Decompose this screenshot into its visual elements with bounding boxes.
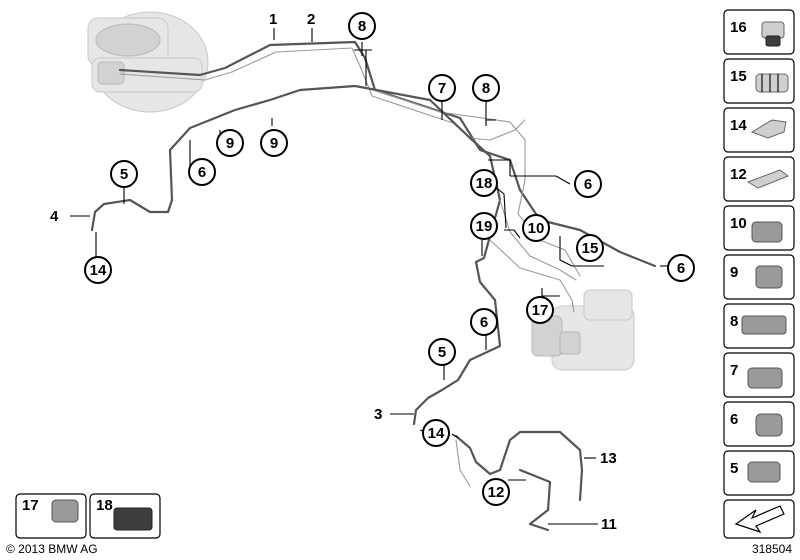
svg-text:6: 6 (584, 176, 592, 193)
svg-text:15: 15 (582, 240, 599, 257)
svg-text:17: 17 (532, 302, 549, 319)
copyright-text: © 2013 BMW AG (6, 542, 98, 556)
svg-text:14: 14 (428, 425, 445, 442)
callout-11: 11 (601, 516, 617, 533)
svg-text:8: 8 (482, 80, 490, 97)
callout-8a: 8 (348, 12, 376, 40)
legend-item-14: 14 (723, 107, 795, 153)
svg-text:9: 9 (226, 135, 234, 152)
svg-text:8: 8 (358, 18, 366, 35)
svg-text:14: 14 (90, 262, 107, 279)
callout-4: 4 (50, 208, 59, 225)
legend-arrow (723, 499, 795, 539)
callouts-circled: 8 7 8 9 9 6 5 18 6 19 10 15 6 14 17 6 5 … (84, 12, 695, 506)
callout-18: 18 (470, 169, 498, 197)
svg-text:10: 10 (730, 215, 747, 232)
callout-13: 13 (600, 450, 617, 467)
callout-6a: 6 (188, 158, 216, 186)
legend-item-7: 7 (723, 352, 795, 398)
callout-7: 7 (428, 74, 456, 102)
legend-item-15: 15 (723, 58, 795, 104)
svg-text:6: 6 (730, 411, 738, 428)
callout-6c: 6 (667, 254, 695, 282)
brake-booster-ghost (87, 11, 209, 113)
svg-text:12: 12 (488, 484, 505, 501)
svg-text:9: 9 (270, 135, 278, 152)
callout-12: 12 (482, 478, 510, 506)
legend-item-6: 6 (723, 401, 795, 447)
svg-text:7: 7 (730, 362, 738, 379)
callout-6d: 6 (470, 308, 498, 336)
legend-item-10: 10 (723, 205, 795, 251)
parts-legend: 16 15 14 12 10 9 (723, 9, 795, 539)
callout-8b: 8 (472, 74, 500, 102)
svg-text:6: 6 (198, 164, 206, 181)
callout-14b: 14 (422, 419, 450, 447)
brake-pipes (90, 40, 657, 532)
svg-text:19: 19 (476, 218, 493, 235)
callout-6b: 6 (574, 170, 602, 198)
callout-5b: 5 (428, 338, 456, 366)
legend-item-5: 5 (723, 450, 795, 496)
arrow-icon (734, 505, 785, 534)
callout-19: 19 (470, 212, 498, 240)
callout-10: 10 (522, 214, 550, 242)
svg-text:6: 6 (677, 260, 685, 277)
svg-text:15: 15 (730, 68, 747, 85)
svg-text:9: 9 (730, 264, 738, 281)
legend-item-9: 9 (723, 254, 795, 300)
svg-text:5: 5 (438, 344, 446, 361)
svg-text:12: 12 (730, 166, 747, 183)
legend-item-18: 18 (96, 497, 113, 514)
svg-text:16: 16 (730, 19, 747, 36)
legend-item-17: 17 (22, 497, 39, 514)
legend-item-16: 16 (723, 9, 795, 55)
svg-text:5: 5 (120, 166, 128, 183)
svg-text:7: 7 (438, 80, 446, 97)
callout-3: 3 (374, 406, 382, 423)
legend-item-12: 12 (723, 156, 795, 202)
callout-17: 17 (526, 296, 554, 324)
callout-9b: 9 (260, 129, 288, 157)
svg-text:8: 8 (730, 313, 738, 330)
svg-text:14: 14 (730, 117, 747, 134)
legend-item-8: 8 (723, 303, 795, 349)
callout-5a: 5 (110, 160, 138, 188)
diagram-number: 318504 (751, 542, 792, 556)
callout-2: 2 (307, 11, 315, 28)
svg-text:10: 10 (528, 220, 545, 237)
svg-text:18: 18 (476, 175, 493, 192)
svg-text:6: 6 (480, 314, 488, 331)
callout-1: 1 (269, 11, 277, 28)
abs-unit-ghost (531, 289, 635, 371)
svg-text:5: 5 (730, 460, 738, 477)
callout-15: 15 (576, 234, 604, 262)
bottom-legend: 17 18 (15, 493, 161, 539)
callout-14a: 14 (84, 256, 112, 284)
callout-9a: 9 (216, 129, 244, 157)
callouts-plain: 1 2 4 3 13 11 (50, 11, 617, 533)
